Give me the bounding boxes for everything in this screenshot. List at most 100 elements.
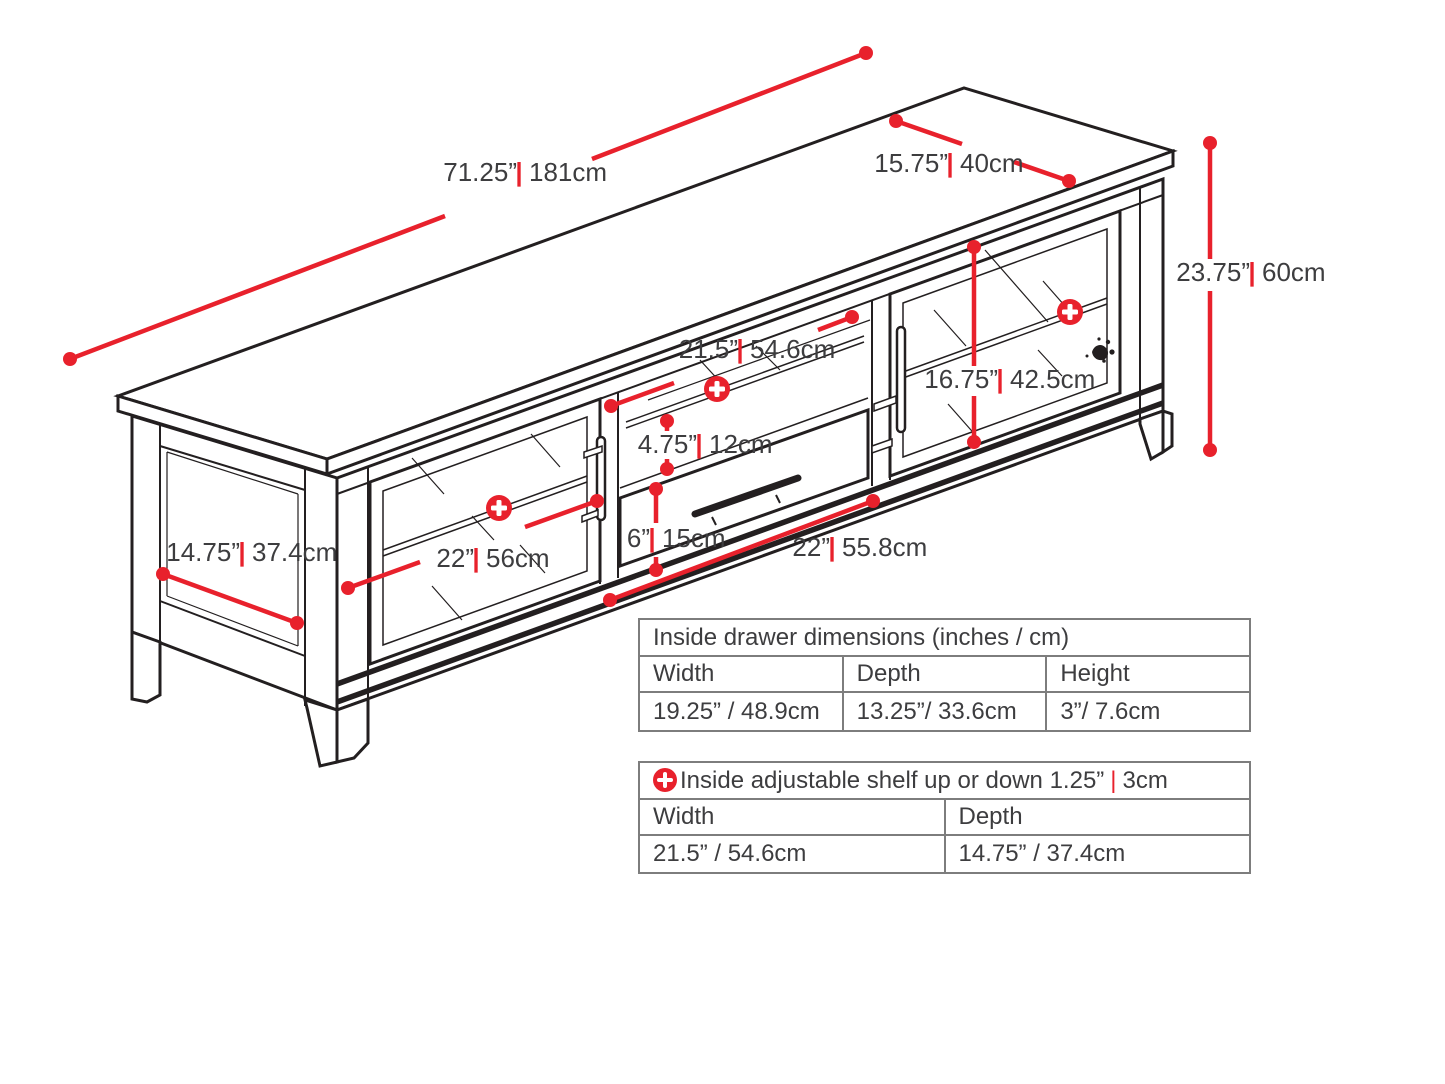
dim-middle-shelf-width-cm: 54.6cm	[750, 334, 835, 364]
dim-side-depth-line	[162, 571, 298, 626]
dim-right-cabinet-height-cm: 42.5cm	[1010, 364, 1095, 394]
drawer-handle	[691, 474, 802, 518]
dim-drawer-width-cm: 55.8cm	[842, 532, 927, 562]
splatter-dot	[1102, 359, 1106, 363]
dim-middle-shelf-width-inches: 21.5”	[679, 334, 738, 364]
front-right-leg	[1138, 408, 1165, 462]
drawer-depth-value: 13.25”/ 33.6cm	[841, 691, 1048, 732]
dim-overall-height-inches: 23.75”	[1176, 257, 1250, 287]
dim-separator: |	[695, 429, 702, 459]
left-glass-door	[368, 396, 607, 667]
endpoint-dot	[866, 494, 880, 508]
tv-stand-drawing	[113, 86, 1178, 768]
endpoint-dot	[604, 399, 618, 413]
side-recessed-panel	[166, 451, 299, 647]
endpoint-dot	[1203, 443, 1217, 457]
endpoint-dot	[603, 593, 617, 607]
dim-base-height-cm: 15cm	[662, 523, 726, 553]
endpoint-dot	[859, 46, 873, 60]
dim-top-depth-line	[895, 118, 1070, 184]
endpoint-dot	[290, 616, 304, 630]
dimension-callouts: 71.25” | 181cm 15.75” | 40cm 23.75” | 60…	[63, 46, 1326, 630]
endpoint-dot	[889, 114, 903, 128]
splatter-dot	[1085, 354, 1089, 358]
splatter-dot	[1105, 339, 1111, 345]
endpoint-dot	[967, 435, 981, 449]
dim-separator: |	[238, 537, 245, 567]
dim-right-cabinet-height: 16.75” | 42.5cm	[924, 240, 1095, 449]
dim-drawer-face-height-cm: 12cm	[709, 429, 773, 459]
dim-drawer-width: 22” | 55.8cm	[603, 494, 927, 607]
left-door-frame	[368, 396, 602, 667]
shelf-table-title-row: Inside adjustable shelf up or down 1.25”…	[638, 761, 1251, 800]
plus-marker-middle-shelf	[704, 376, 730, 402]
right-door-frame	[888, 208, 1122, 479]
adjustable-shelf-markers	[486, 299, 1083, 521]
dim-base-height-inches: 6”	[627, 523, 650, 553]
endpoint-dot	[660, 414, 674, 428]
plus-icon-bar	[714, 381, 720, 397]
dim-separator: |	[472, 543, 479, 573]
dim-drawer-width-inches: 22”	[792, 532, 830, 562]
middle-shelf-front-edge	[625, 335, 865, 429]
shelf-table-header-depth: Depth	[943, 798, 1251, 836]
dim-side-depth-inches: 14.75”	[166, 537, 240, 567]
endpoint-dot	[649, 563, 663, 577]
plus-icon-bar	[663, 771, 667, 788]
endpoint-dot	[156, 567, 170, 581]
side-bottom-rail	[159, 600, 306, 657]
endpoint-dot	[590, 494, 604, 508]
right-door-glass-reflections	[933, 249, 1073, 439]
shelf-depth-value: 14.75” / 37.4cm	[943, 834, 1251, 874]
dim-drawer-face-height-inches: 4.75”	[638, 429, 697, 459]
dim-side-depth-cm: 37.4cm	[252, 537, 337, 567]
dim-top-length: 71.25” | 181cm	[63, 46, 873, 366]
dim-overall-height: 23.75” | 60cm	[1176, 136, 1326, 457]
dim-left-cabinet-width-line	[347, 498, 598, 591]
dim-separator: |	[828, 532, 835, 562]
dim-separator: |	[736, 334, 743, 364]
plus-marker-left-cabinet	[486, 495, 512, 521]
drawer-width-value: 19.25” / 48.9cm	[638, 691, 844, 732]
base-rail	[336, 382, 1164, 705]
dim-top-length-line	[69, 50, 867, 362]
drawer-slide-left-brackets	[581, 444, 603, 524]
top-panel	[113, 86, 1178, 477]
drawer-handle-stems	[711, 494, 781, 526]
drawer-table-header-height: Height	[1045, 655, 1251, 693]
drawer-table-header-width: Width	[638, 655, 844, 693]
shelf-table-title-cm: 3cm	[1122, 766, 1168, 794]
back-left-leg	[130, 629, 162, 704]
adjustable-shelf-table: Inside adjustable shelf up or down 1.25”…	[638, 761, 1251, 874]
dim-side-depth: 14.75” | 37.4cm	[156, 537, 337, 630]
plus-icon-bar	[1067, 304, 1073, 320]
dim-separator: |	[1248, 257, 1255, 287]
dim-top-depth-cm: 40cm	[960, 148, 1024, 178]
middle-shelf-back-edge	[647, 319, 871, 401]
plus-marker-right-cabinet	[1057, 299, 1083, 325]
dim-top-length-cm: 181cm	[529, 157, 607, 187]
shelf-table-title: Inside adjustable shelf up or down 1.25”	[680, 766, 1105, 794]
dim-top-depth: 15.75” | 40cm	[874, 114, 1076, 188]
plus-icon	[653, 767, 677, 792]
title-separator: |	[1110, 766, 1117, 794]
dim-top-length-inches: 71.25”	[443, 157, 517, 187]
legs	[130, 408, 1174, 768]
splatter-dot	[1109, 349, 1115, 355]
dim-separator: |	[648, 523, 655, 553]
inside-drawer-dimensions-table: Inside drawer dimensions (inches / cm) W…	[638, 618, 1251, 732]
left-door-glass-reflections	[411, 433, 561, 621]
dim-left-cabinet-width-cm: 56cm	[486, 543, 550, 573]
right-door-handle	[895, 325, 907, 434]
endpoint-dot	[649, 482, 663, 496]
splatter-blob	[1092, 344, 1108, 361]
dim-drawer-face-height: 4.75” | 12cm	[638, 414, 773, 476]
endpoint-dot	[1062, 174, 1076, 188]
dim-top-depth-inches: 15.75”	[874, 148, 948, 178]
endpoint-dot	[63, 352, 77, 366]
dim-left-cabinet-width: 22” | 56cm	[341, 494, 604, 595]
dim-separator: |	[946, 148, 953, 178]
back-right-leg-edge	[1161, 408, 1174, 455]
endpoint-dot	[1203, 136, 1217, 150]
